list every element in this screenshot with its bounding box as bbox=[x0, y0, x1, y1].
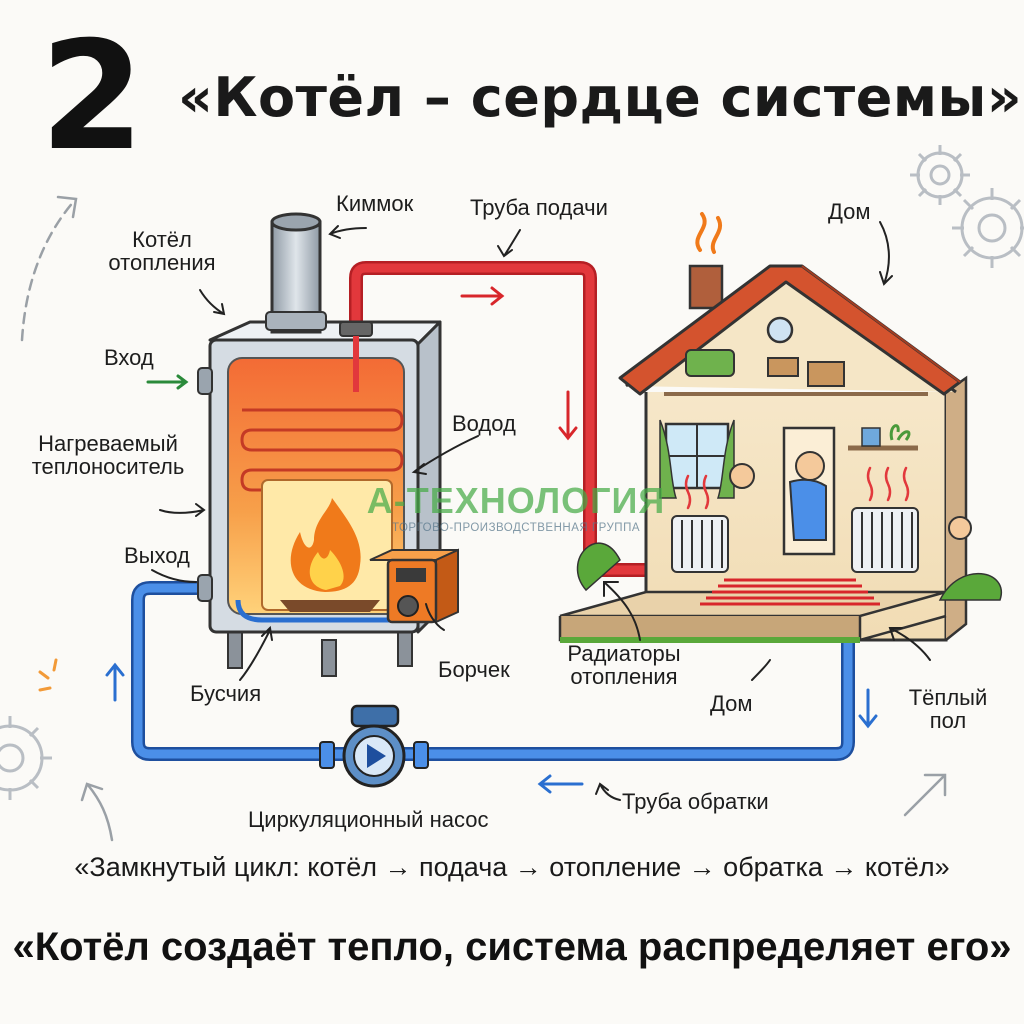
label-burner: Борчек bbox=[438, 657, 510, 682]
gear-icon-left bbox=[0, 716, 52, 800]
radiator-right bbox=[851, 507, 919, 573]
label-chimney: Киммок bbox=[336, 191, 414, 216]
label-inlet: Вход bbox=[104, 345, 154, 370]
label-warm-floor-line1: Тёплый bbox=[908, 685, 988, 710]
label-boiler: Котёл отопления bbox=[96, 228, 228, 274]
gear-icon-top-right bbox=[910, 145, 1024, 268]
house bbox=[558, 212, 1003, 643]
play-icon bbox=[367, 744, 386, 768]
decor-arrows bbox=[20, 195, 947, 842]
label-boiler-line2: отопления bbox=[108, 250, 216, 276]
heat-waves bbox=[684, 466, 910, 510]
smoke-icon bbox=[695, 212, 722, 254]
page-title: «Котёл – сердце системы» bbox=[178, 66, 1023, 129]
label-house-bottom: Дом bbox=[710, 691, 753, 716]
bottom-caption: «Котёл создаёт тепло, система распределя… bbox=[12, 925, 1012, 969]
label-burner-box: Бусчия bbox=[190, 681, 262, 706]
fire-icon bbox=[290, 498, 361, 592]
cycle-caption: «Замкнутый цикл: котёл → подача → отопле… bbox=[74, 852, 950, 882]
label-pump: Циркуляционный насос bbox=[248, 807, 489, 832]
label-warm-floor: Тёплый пол bbox=[900, 686, 996, 732]
label-radiators-line2: отопления bbox=[570, 664, 678, 690]
leader-arrows bbox=[146, 221, 931, 801]
flow-arrows bbox=[105, 286, 878, 794]
label-boiler-line1: Котёл bbox=[132, 227, 192, 252]
label-return-pipe: Труба обратки bbox=[622, 789, 769, 814]
label-outlet: Выход bbox=[124, 543, 190, 568]
warm-floor-loop bbox=[700, 578, 880, 606]
label-heated-coolant-line2: теплоноситель bbox=[31, 454, 185, 480]
sparkle-icon-left bbox=[38, 658, 58, 692]
label-radiators-line1: Радиаторы bbox=[567, 641, 681, 666]
label-supply-pipe: Труба подачи bbox=[470, 195, 608, 220]
boiler bbox=[197, 212, 459, 677]
label-heated-coolant: Нагреваемый теплоноситель bbox=[10, 432, 206, 478]
label-warm-floor-line2: пол bbox=[929, 708, 967, 734]
label-house-top: Дом bbox=[828, 199, 871, 224]
radiator-left bbox=[671, 515, 729, 573]
label-water: Водод bbox=[452, 411, 516, 436]
label-radiators: Радиаторы отопления bbox=[556, 642, 692, 688]
label-heated-coolant-line1: Нагреваемый bbox=[38, 431, 178, 456]
step-number: 2 bbox=[40, 10, 145, 184]
circulation-pump bbox=[319, 704, 429, 788]
